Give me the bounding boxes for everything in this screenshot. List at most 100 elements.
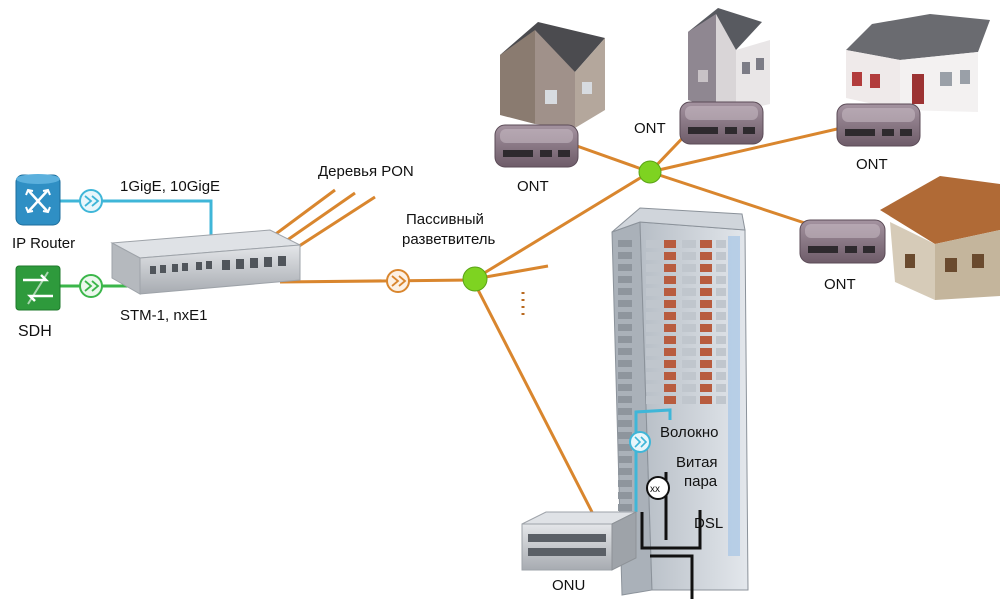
building-window — [700, 252, 712, 260]
building-window — [664, 348, 676, 356]
building-window — [646, 264, 660, 272]
building-window — [646, 300, 660, 308]
fiber-to-ont-4 — [649, 170, 821, 230]
ont-device-icon — [679, 101, 764, 145]
ont-device-4: ONT — [799, 219, 886, 293]
upper-splitter-icon — [638, 160, 662, 184]
building-window — [682, 300, 696, 308]
sdh-link-icon — [79, 274, 103, 298]
building-window — [716, 384, 726, 392]
building-window — [618, 444, 632, 451]
splitter-label-line2: разветвитель — [402, 231, 496, 248]
building-window — [682, 288, 696, 296]
twisted-pair-label-line2: пара — [684, 473, 718, 490]
ont-device-icon — [494, 124, 579, 168]
building-window — [618, 360, 632, 367]
building-window — [618, 264, 632, 271]
building-window — [700, 240, 712, 248]
building-window — [618, 312, 632, 319]
sdh-node: SDH — [15, 265, 61, 340]
house-icon — [846, 14, 990, 112]
building-window — [716, 300, 726, 308]
ont-device-icon — [799, 219, 886, 264]
building-window — [700, 276, 712, 284]
building-window — [618, 300, 632, 307]
building-window — [646, 276, 660, 284]
ont-device-3: ONT — [836, 103, 921, 173]
building-window — [716, 264, 726, 272]
building-window — [700, 372, 712, 380]
building-window — [700, 312, 712, 320]
building-window — [682, 240, 696, 248]
building-window — [664, 288, 676, 296]
ont-device-icon — [836, 103, 921, 147]
building-window — [646, 348, 660, 356]
building-window — [664, 264, 676, 272]
ip-router: IP Router — [12, 174, 75, 252]
building-window — [646, 312, 660, 320]
building-window — [664, 276, 676, 284]
building-window — [646, 288, 660, 296]
building-window — [682, 396, 696, 404]
building-window — [682, 324, 696, 332]
twisted-pair-icon-label: xx — [650, 484, 660, 495]
trunk-fiber-icon — [386, 269, 410, 293]
link-bottom-label: STM-1, nxE1 — [120, 307, 208, 324]
building-window — [682, 336, 696, 344]
building-window — [700, 396, 712, 404]
building-window — [700, 324, 712, 332]
building-window — [682, 252, 696, 260]
building-window — [716, 240, 726, 248]
building-window — [664, 300, 676, 308]
building-window — [682, 276, 696, 284]
building-window — [682, 360, 696, 368]
ont-label: ONT — [824, 276, 856, 293]
passive-splitter-icon — [462, 266, 488, 292]
building-window — [682, 264, 696, 272]
building-window — [646, 360, 660, 368]
building-window — [618, 276, 632, 283]
building-window — [716, 396, 726, 404]
ont-device-1: ONT — [494, 124, 579, 195]
twisted-pair-label-line1: Витая — [676, 454, 718, 471]
building-window — [664, 384, 676, 392]
fiber-inside-icon — [629, 431, 651, 453]
building-window — [646, 252, 660, 260]
dsl-label: DSL — [694, 515, 723, 532]
building-window — [682, 348, 696, 356]
building-window — [618, 468, 632, 475]
building-window — [664, 324, 676, 332]
fiber-stub — [479, 264, 549, 280]
fiber-to-ont-3 — [649, 124, 851, 174]
ont-label: ONT — [634, 120, 666, 137]
building-window — [664, 240, 676, 248]
olt-chassis-icon — [110, 229, 302, 295]
building-window — [700, 300, 712, 308]
building-window — [716, 288, 726, 296]
building-window — [682, 372, 696, 380]
building-window — [618, 408, 632, 415]
building-window — [682, 312, 696, 320]
house-icon — [500, 22, 605, 128]
ip-router-label: IP Router — [12, 235, 75, 252]
twisted-pair-icon: xx — [646, 476, 670, 500]
fiber-to-onu — [472, 281, 594, 513]
building-window — [716, 336, 726, 344]
building-window — [618, 288, 632, 295]
ont-label: ONT — [856, 156, 888, 173]
building-window — [664, 336, 676, 344]
building-window — [716, 348, 726, 356]
building-window — [618, 240, 632, 247]
building-window — [700, 360, 712, 368]
house-icon — [688, 8, 770, 112]
building-window — [618, 336, 632, 343]
house-icon — [880, 176, 1000, 300]
building-window — [716, 372, 726, 380]
sdh-switch-icon — [15, 265, 61, 311]
building-window — [618, 372, 632, 379]
building-window — [646, 324, 660, 332]
building-window — [716, 324, 726, 332]
building-window — [664, 360, 676, 368]
building-window — [618, 492, 632, 499]
building-window — [716, 360, 726, 368]
